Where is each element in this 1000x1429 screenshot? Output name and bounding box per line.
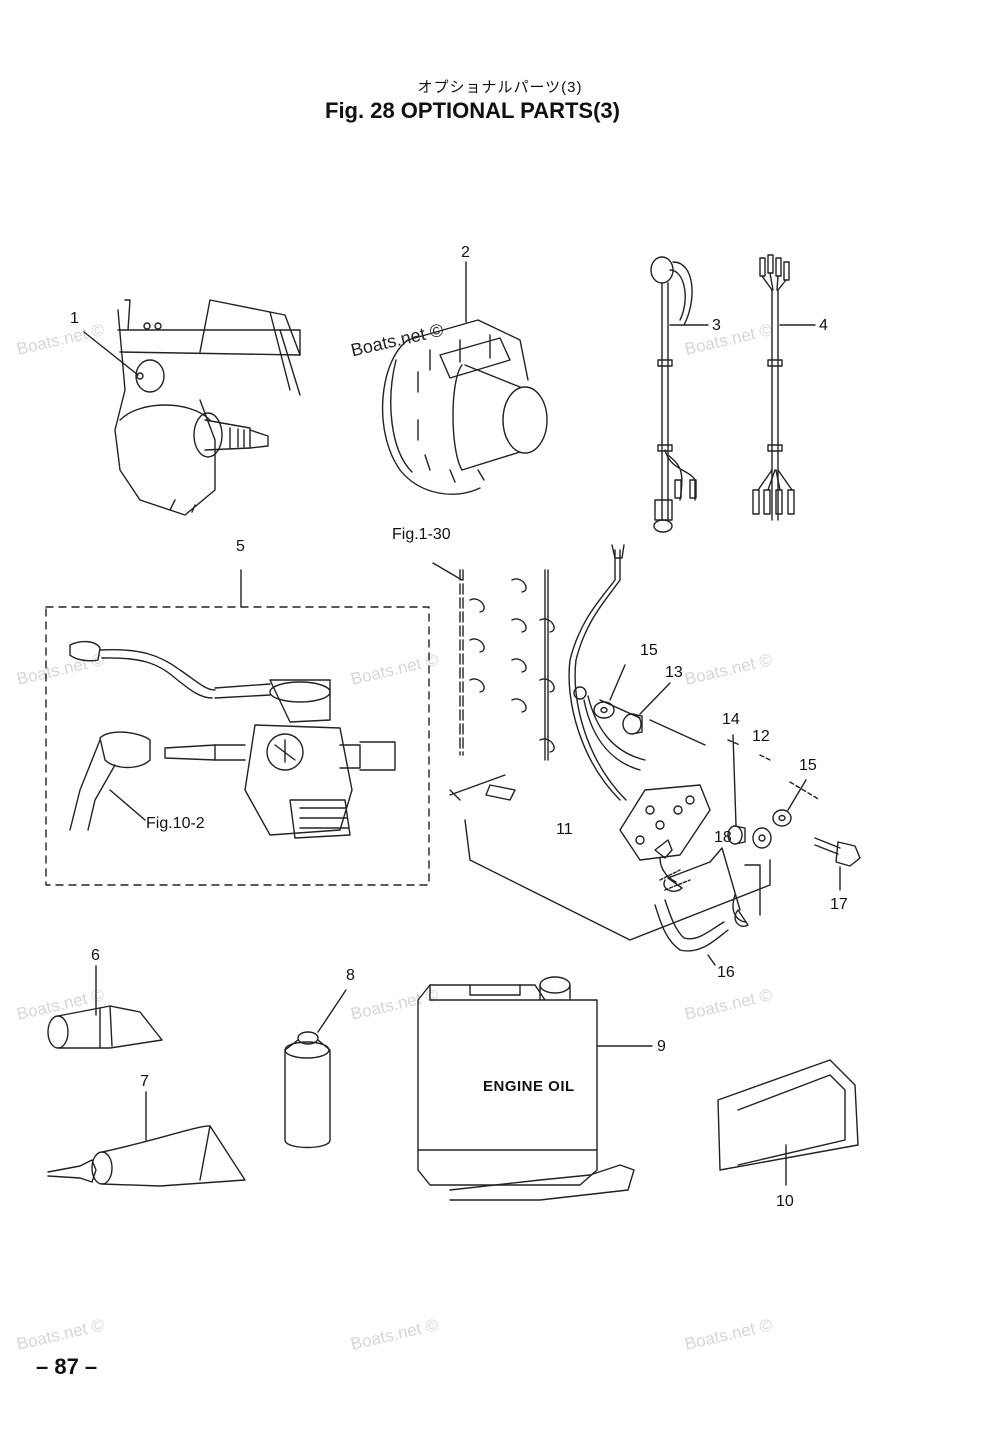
figure-title: Fig. 28 OPTIONAL PARTS(3) [325,98,620,123]
part-13-bushing [622,682,671,735]
part-2-flywheel [381,261,548,495]
oil-container-label: ENGINE OIL [483,1078,575,1095]
callout-15: 15 [640,642,658,659]
part-16-hose [707,954,716,966]
callout-3: 3 [712,317,721,334]
part-15-washer [593,664,626,719]
part-1-lower-unit [83,299,301,516]
callout-14: 14 [722,711,740,728]
callout-8: 8 [346,967,355,984]
part-9-oil-container [417,976,653,1201]
page-number: – 87 – [36,1354,98,1379]
figure-reference: Fig.1-30 [392,526,451,543]
part-18-clip [663,847,749,927]
callout-9: 9 [657,1038,666,1055]
callout-12: 12 [752,728,770,745]
callout-5: 5 [236,538,245,555]
part-4-harness [752,254,816,521]
part-17-bolt [814,837,861,891]
part-10-cloth [717,1059,859,1186]
figure-reference: Fig.10-2 [146,815,205,832]
part-6-tube [47,965,163,1049]
part-3-harness [650,256,709,533]
callout-11: 11 [556,821,573,838]
callout-13: 13 [665,664,683,681]
part-14-bushing [727,734,746,845]
part-11-fuel-pump-assembly [432,544,821,952]
callout-6: 6 [91,947,100,964]
callout-2: 2 [461,244,470,261]
callout-1: 1 [70,310,79,327]
part-8-spray-can [284,989,347,1149]
part-12-grommet [752,827,772,849]
part-5-kit [45,569,430,886]
part-7-grease-tube [47,1091,246,1187]
callout-4: 4 [819,317,828,334]
callout-7: 7 [140,1073,149,1090]
figure-title-japanese: オプショナルパーツ(3) [417,79,583,96]
callout-15: 15 [799,757,817,774]
callout-17: 17 [830,896,848,913]
callout-18: 18 [714,829,732,846]
part-15b-washer [772,779,807,827]
callout-10: 10 [776,1193,794,1210]
callout-16: 16 [717,964,735,981]
